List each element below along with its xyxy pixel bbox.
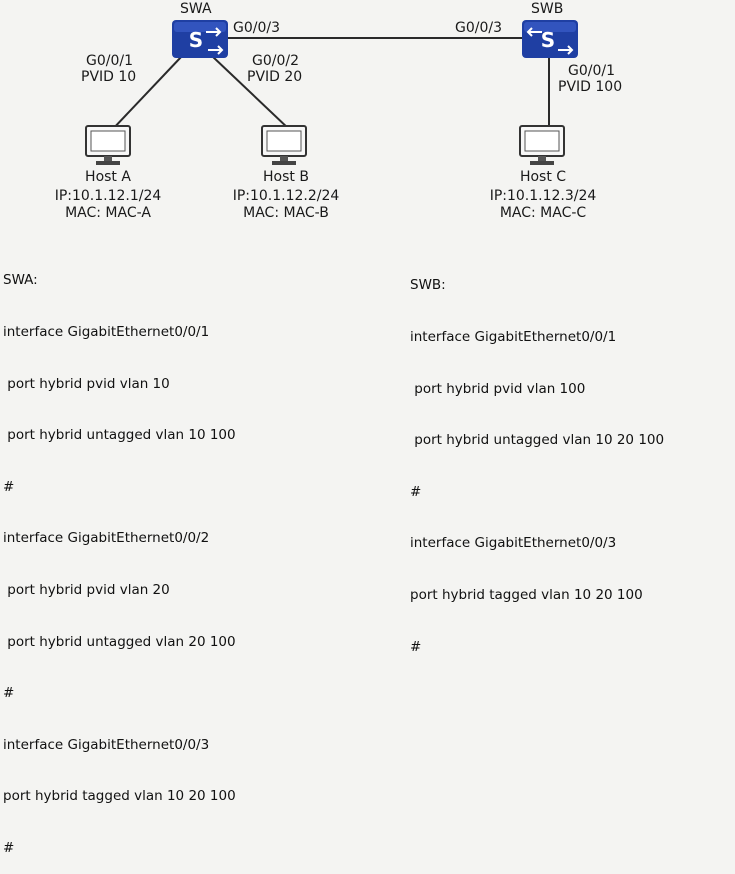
config-line: # [3,685,15,702]
host-b-name: Host B [263,169,309,185]
link-swa-host-a [109,55,183,133]
swb-port-g001-pvid: PVID 100 [558,79,623,95]
config-line: interface GigabitEthernet0/0/2 [3,530,210,547]
config-line: interface GigabitEthernet0/0/3 [3,736,210,753]
link-swa-host-b [211,55,291,131]
network-topology: S S [85,20,578,165]
host-c-mac: MAC: MAC-C [499,205,587,221]
host-b-ip: IP:10.1.12.2/24 [232,188,340,204]
host-a-mac: MAC: MAC-A [65,205,151,221]
swb-port-g001-label: G0/0/1 [568,63,616,79]
svg-text:S: S [189,28,203,52]
swb-config-title: SWB: [410,277,446,294]
swa-port-g003-label: G0/0/3 [233,20,281,36]
swa-port-g002-pvid: PVID 20 [247,69,303,85]
swa-config-title: SWA: [3,272,38,289]
host-c-computer-icon [519,125,565,165]
config-line: # [410,638,422,655]
swb-label: SWB [531,1,564,17]
config-line: # [3,839,15,856]
config-line: port hybrid untagged vlan 10 100 [3,427,236,444]
config-line: # [3,478,15,495]
config-line: interface GigabitEthernet0/0/1 [410,329,617,345]
links [109,37,550,133]
config-line: port hybrid tagged vlan 10 20 100 [3,788,236,805]
config-line: interface GigabitEthernet0/0/3 [410,535,617,552]
host-c-ip: IP:10.1.12.3/24 [489,188,597,204]
config-line: port hybrid pvid vlan 100 [410,380,586,397]
swb-config-block: SWB: interface GigabitEthernet0/0/1 port… [410,243,733,673]
config-line: # [410,483,422,500]
swa-switch-icon: S [172,20,228,58]
swb-switch-icon: S [522,20,578,58]
svg-text:S: S [541,28,555,52]
host-a-ip: IP:10.1.12.1/24 [54,188,162,204]
swa-port-g001-label: G0/0/1 [86,53,134,69]
config-line: port hybrid pvid vlan 20 [3,581,170,598]
swa-port-g002-label: G0/0/2 [252,53,300,69]
host-b-mac: MAC: MAC-B [243,205,329,221]
host-a-computer-icon [85,125,131,165]
swa-label: SWA [180,1,212,17]
config-line: interface GigabitEthernet0/0/1 [3,324,210,340]
config-line: port hybrid untagged vlan 20 100 [3,633,236,650]
host-b-computer-icon [261,125,307,165]
config-line: port hybrid tagged vlan 10 20 100 [410,586,643,603]
swb-port-g003-label: G0/0/3 [455,20,503,36]
host-c-name: Host C [519,169,567,185]
swa-config-block: SWA: interface GigabitEthernet0/0/1 port… [3,238,236,874]
host-a-name: Host A [85,169,131,185]
swa-port-g001-pvid: PVID 10 [81,69,137,85]
config-line: port hybrid pvid vlan 10 [3,375,170,392]
config-line: port hybrid untagged vlan 10 20 100 [410,432,665,449]
